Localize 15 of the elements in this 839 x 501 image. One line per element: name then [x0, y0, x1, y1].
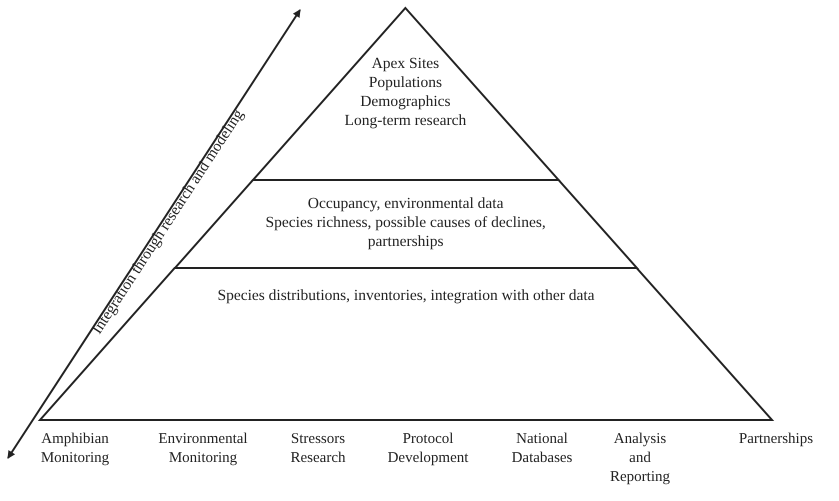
- category-label: Amphibian Monitoring: [40, 430, 110, 468]
- category-label: Analysis and Reporting: [609, 430, 671, 487]
- tier-text: Populations: [368, 73, 443, 92]
- tier-text: Species richness, possible causes of declines, partnerships: [264, 213, 547, 251]
- category-label: Environmental Monitoring: [157, 430, 249, 468]
- tier-text: Species distributions, inventories, integration with other data: [216, 286, 596, 305]
- tier-text: Long-term research: [343, 111, 468, 130]
- category-label: National Databases: [510, 430, 574, 468]
- tier-text: Demographics: [359, 92, 452, 111]
- pyramid-tier: [252, 8, 558, 180]
- tier-text: Apex Sites: [370, 54, 440, 73]
- tier-text: Occupancy, environmental data: [306, 194, 504, 213]
- category-label: Protocol Development: [386, 430, 470, 468]
- category-label: Partnerships: [738, 430, 814, 449]
- category-label: Stressors Research: [290, 430, 346, 468]
